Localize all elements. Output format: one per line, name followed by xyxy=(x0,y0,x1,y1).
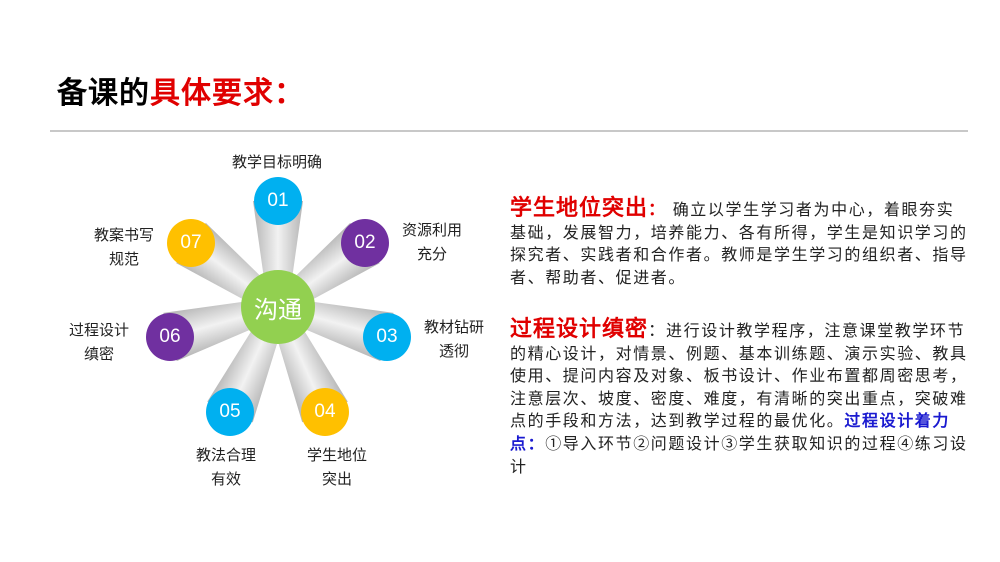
center-node: 沟通 xyxy=(241,270,315,344)
title-black: 备课的 xyxy=(57,76,150,111)
colon: ： xyxy=(648,321,667,341)
node-06: 06 xyxy=(146,313,194,361)
title-red: 具体要求： xyxy=(150,76,305,111)
section-tail: ①导入环节②问题设计③学生获取知识的过程④练习设计 xyxy=(510,433,968,476)
section-heading: 过程设计缜密 xyxy=(510,316,649,342)
node-05: 05 xyxy=(206,388,254,436)
node-label: 教材钻研透彻 xyxy=(423,318,485,360)
section-heading: 学生地位突出 xyxy=(510,195,649,221)
node-label: 资源利用充分 xyxy=(401,221,463,263)
node-01: 01 xyxy=(254,177,302,225)
node-label: 过程设计缜密 xyxy=(68,321,130,363)
node-03: 03 xyxy=(363,313,411,361)
colon: ： xyxy=(648,200,667,220)
node-label: 学生地位突出 xyxy=(306,446,368,488)
section-process: 过程设计缜密：进行设计教学程序，注意课堂教学环节的精心设计，对情景、例题、基本训… xyxy=(510,318,970,478)
section-body: 进行设计教学程序，注意课堂教学环节的精心设计，对情景、例题、基本训练题、演示实验… xyxy=(510,321,968,431)
node-label: 教法合理有效 xyxy=(195,446,257,488)
node-04: 04 xyxy=(301,388,349,436)
section-student: 学生地位突出： 确立以学生学习者为中心，着眼夯实基础，发展智力，培养能力、各有所… xyxy=(510,197,970,289)
page-title: 备课的具体要求： xyxy=(57,68,305,112)
node-07: 07 xyxy=(167,219,215,267)
highlight-text: 过程设计着力点： xyxy=(510,411,951,453)
divider xyxy=(50,130,968,132)
section-body: 确立以学生学习者为中心，着眼夯实基础，发展智力，培养能力、各有所得，学生是知识学… xyxy=(510,200,968,287)
node-02: 02 xyxy=(341,219,389,267)
node-label: 教学目标明确 xyxy=(231,153,323,171)
node-label: 教案书写规范 xyxy=(93,226,155,268)
